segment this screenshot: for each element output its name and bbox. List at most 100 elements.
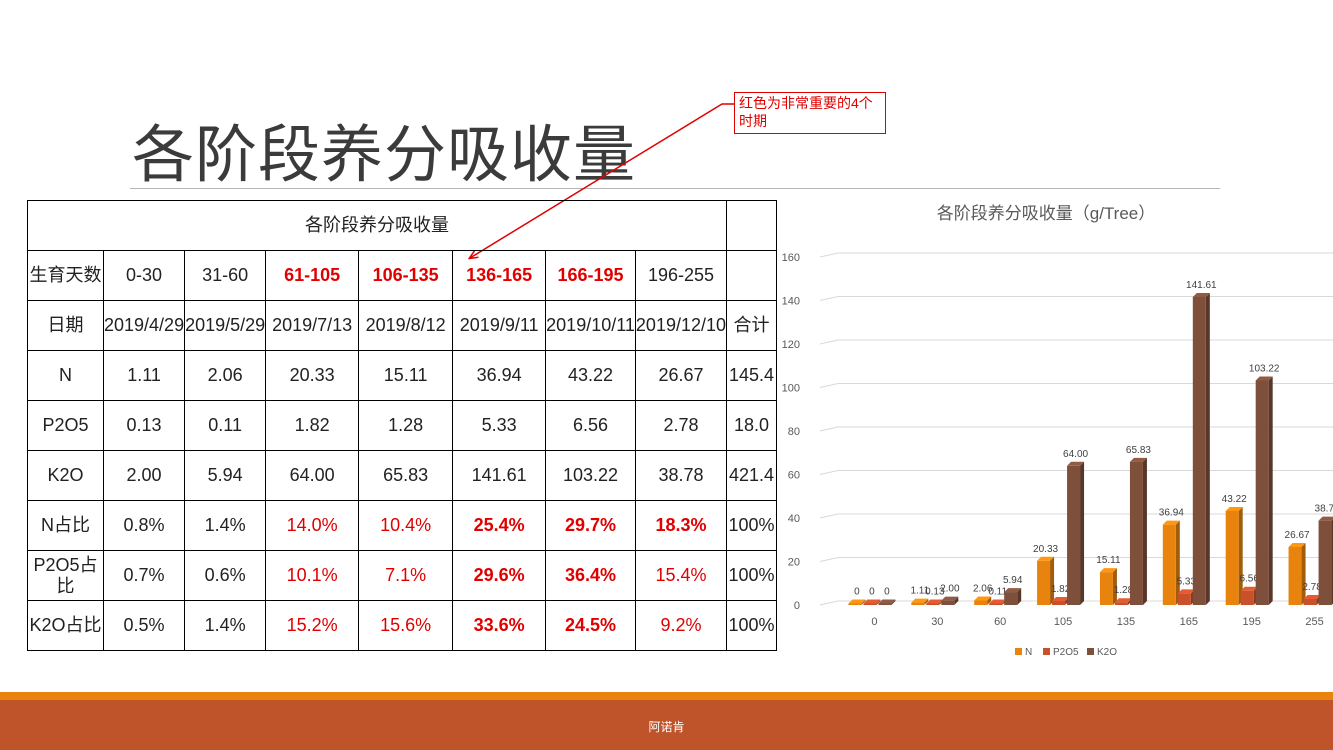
data-label: 26.67 (1285, 530, 1310, 541)
table-cell: 2019/10/11 (545, 300, 636, 351)
table-cell: 33.6% (452, 600, 547, 651)
bar-side (1050, 556, 1055, 605)
table-cell: 20.33 (265, 350, 360, 401)
bar-top (848, 599, 866, 604)
x-tick-label: 195 (1243, 616, 1261, 628)
data-label: 5.94 (1003, 575, 1023, 586)
bar-P2O5 (1303, 598, 1317, 605)
table-cell: 38.78 (634, 450, 728, 501)
row-label: K2O (27, 450, 104, 501)
table-cell: 2019/8/12 (358, 300, 454, 351)
data-label: 2.00 (940, 584, 960, 595)
bar-top (863, 599, 881, 604)
y-tick-label: 140 (782, 296, 800, 308)
bar-side (1238, 506, 1243, 605)
bar-top (941, 596, 959, 601)
bar-side (1112, 568, 1117, 605)
table-cell: 0.8% (102, 500, 186, 551)
bar-P2O5 (926, 603, 940, 605)
data-label: 15.11 (1096, 555, 1121, 566)
y-tick-label: 120 (782, 339, 800, 351)
gridline-depth (819, 470, 839, 475)
row-total: 18.0 (726, 400, 778, 451)
row-total: 100% (726, 600, 778, 651)
bar-side (1142, 457, 1147, 605)
footer-text: 阿诺肯 (648, 720, 685, 734)
footer-bar (0, 700, 1333, 750)
x-tick-label: 135 (1117, 616, 1135, 628)
table-cell: 106-135 (358, 250, 454, 301)
bar-side (876, 599, 881, 605)
bar-side (1017, 588, 1022, 605)
table-cell: 166-195 (545, 250, 636, 301)
bar-top (1067, 461, 1085, 466)
gridline-depth (819, 600, 839, 606)
bar-top (1318, 516, 1333, 521)
table-cell: 15.11 (358, 350, 454, 401)
bar-N (974, 600, 988, 605)
table-cell: 61-105 (265, 250, 360, 301)
bar-side (1205, 292, 1210, 605)
table-cell: 43.22 (545, 350, 636, 401)
bar-N (1288, 546, 1302, 605)
data-label: 1.82 (1051, 584, 1071, 595)
bar-top (1129, 457, 1147, 462)
y-tick-label: 100 (782, 383, 800, 395)
table-cell: 2019/7/13 (265, 300, 360, 351)
table-cell: 25.4% (452, 500, 547, 551)
row-total: 421.4 (726, 450, 778, 501)
bar-top (1052, 597, 1070, 602)
bar-side (1175, 520, 1180, 605)
table-cell: 1.4% (184, 500, 267, 551)
data-label: 36.94 (1159, 508, 1184, 519)
x-tick-label: 165 (1180, 616, 1198, 628)
row-total: 100% (726, 550, 778, 601)
y-tick-label: 20 (788, 557, 800, 569)
bar-N (1162, 524, 1176, 605)
table-cell: 1.28 (358, 400, 454, 451)
bar-top (926, 599, 944, 604)
data-label: 2.06 (973, 584, 993, 595)
bar-N (1225, 510, 1239, 605)
bar-top (1004, 588, 1022, 593)
table-cell: 14.0% (265, 500, 360, 551)
table-cell: 2.06 (184, 350, 267, 401)
table-header-blank (726, 200, 778, 251)
bar-N (911, 602, 925, 605)
table-cell: 29.6% (452, 550, 547, 601)
data-label: 64.00 (1063, 449, 1088, 460)
bar-top (974, 596, 992, 601)
y-tick-label: 80 (788, 426, 800, 438)
table-cell: 1.82 (265, 400, 360, 451)
x-tick-label: 30 (931, 616, 943, 628)
table-cell: 15.2% (265, 600, 360, 651)
bar-side (891, 599, 896, 605)
callout-note: 红色为非常重要的4个时期 (734, 92, 886, 134)
row-label: N (27, 350, 104, 401)
table-cell: 10.4% (358, 500, 454, 551)
table-cell: 136-165 (452, 250, 547, 301)
data-label: 0.11 (988, 587, 1007, 598)
title-divider (130, 188, 1220, 189)
table-cell: 7.1% (358, 550, 454, 601)
legend-swatch (1087, 648, 1094, 655)
table-cell: 2.00 (102, 450, 186, 501)
bar-top (1037, 556, 1055, 561)
bar-K2O (1067, 465, 1081, 605)
bar-K2O (1004, 592, 1018, 605)
table-cell: 26.67 (634, 350, 728, 401)
x-tick-label: 255 (1305, 616, 1323, 628)
bar-top (989, 599, 1007, 604)
bar-N (1037, 560, 1051, 605)
bar-top (1303, 594, 1321, 599)
y-tick-label: 0 (794, 600, 800, 612)
row-label: K2O占比 (27, 600, 104, 651)
data-label: 103.22 (1249, 363, 1280, 374)
data-label: 0.13 (925, 587, 945, 598)
